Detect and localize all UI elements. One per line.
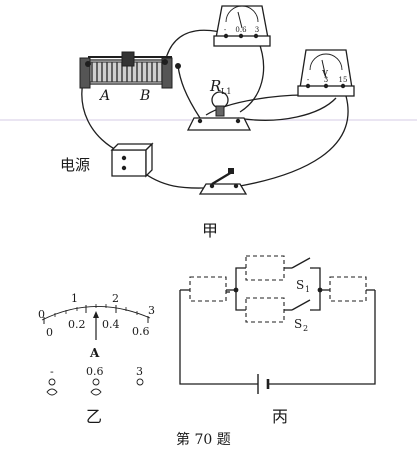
switch-s1-label: S <box>296 278 304 292</box>
rheostat-terminal-b: B <box>139 88 150 104</box>
dial-terminal-posts <box>46 378 144 396</box>
dial-upper-1: 1 <box>71 292 78 305</box>
voltmeter-terminal-3: 3 <box>324 76 328 84</box>
rheostat <box>79 51 181 89</box>
voltmeter-terminal-15: 15 <box>339 76 348 84</box>
voltmeter <box>297 49 355 97</box>
wire-ammeter-to-lamp <box>239 39 265 113</box>
dial-upper-2: 2 <box>112 292 119 305</box>
dial-upper-3: 3 <box>148 304 155 317</box>
dashed-box-right <box>329 276 367 302</box>
figure-yi: 0 1 2 3 0 0.2 0.4 0.6 A - 0.6 3 乙 <box>38 292 155 426</box>
ammeter-terminal-3: 3 <box>255 26 259 34</box>
figure-jia: A B - 0.6 3 V - 3 15 <box>0 5 417 240</box>
dashed-box-lower <box>245 297 285 323</box>
switch-s1 <box>284 257 313 269</box>
figure-jia-label: 甲 <box>202 221 218 240</box>
wire-lamp-to-voltmeter-2 <box>237 97 337 121</box>
voltmeter-terminal-neg: - <box>307 76 310 84</box>
wire-voltmeter-to-switch <box>239 95 349 187</box>
figure-caption: 第 70 题 <box>176 431 231 448</box>
wire-lamp-to-rheostat <box>177 65 201 119</box>
dial-terminal-neg: - <box>50 365 54 378</box>
voltmeter-letter: V <box>321 69 328 78</box>
wire-lamp-to-voltmeter <box>205 94 305 116</box>
ammeter <box>213 5 271 47</box>
figure-bing: S 1 S 2 丙 <box>179 255 376 426</box>
lamp <box>186 91 252 131</box>
dial-lower-04: 0.4 <box>102 318 120 331</box>
switch-s2-sub: 2 <box>303 324 308 333</box>
dial-arc <box>41 306 151 321</box>
rheostat-slider <box>121 51 135 67</box>
ammeter-terminal-neg: - <box>224 26 227 34</box>
figure-bing-label: 丙 <box>272 407 288 426</box>
lamp-label-sub: L1 <box>221 87 231 96</box>
ammeter-terminal-06: 0.6 <box>235 26 247 34</box>
dial-unit: A <box>89 346 100 360</box>
dial-terminal-3: 3 <box>136 365 143 378</box>
figure-yi-label: 乙 <box>86 407 102 426</box>
rheostat-terminal-a: A <box>98 88 110 104</box>
power-supply-label: 电源 <box>60 156 90 174</box>
loop-left-bottom <box>179 290 258 385</box>
knife-switch <box>198 168 248 195</box>
lamp-label: R <box>209 77 221 95</box>
dial-terminal-06: 0.6 <box>86 365 104 378</box>
dial-ticks <box>43 304 149 324</box>
switch-s1-sub: 1 <box>305 285 310 294</box>
dial-lower-02: 0.2 <box>68 318 86 331</box>
switch-s2 <box>284 299 313 311</box>
rheostat-left-end <box>79 57 91 89</box>
dashed-box-left <box>189 276 227 302</box>
switch-s2-label: S <box>294 317 302 331</box>
dial-lower-06: 0.6 <box>132 325 150 338</box>
dial-lower-0: 0 <box>46 326 53 339</box>
needle-tip <box>93 311 99 318</box>
power-supply <box>110 142 154 178</box>
loop-bottom-right <box>268 290 376 385</box>
dial-upper-0: 0 <box>38 308 45 321</box>
battery <box>257 374 270 394</box>
dashed-box-upper <box>245 255 285 281</box>
